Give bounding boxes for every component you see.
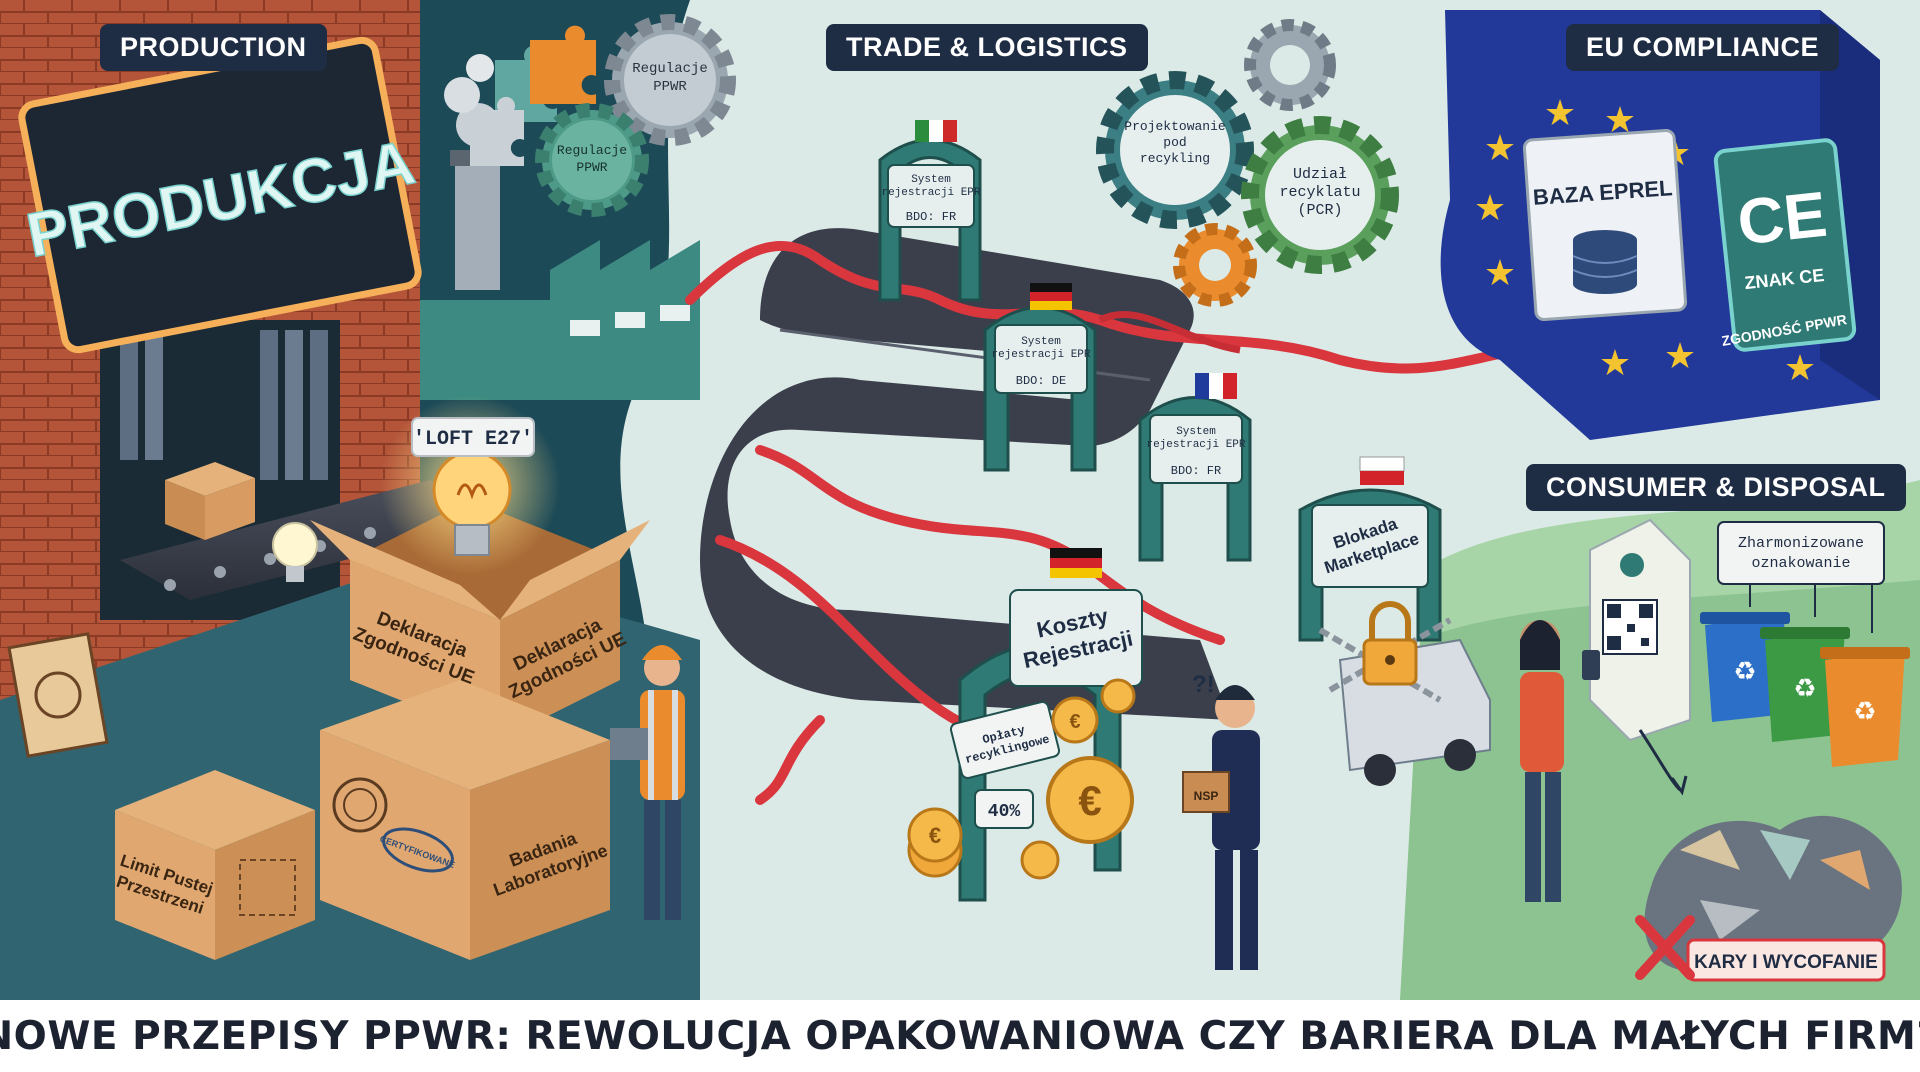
svg-text:KARY I WYCOFANIE: KARY I WYCOFANIE	[1694, 952, 1878, 973]
svg-text:40%: 40%	[988, 802, 1021, 822]
svg-text:BDO: FR: BDO: FR	[1171, 464, 1221, 478]
lightbulb-icon	[272, 522, 318, 582]
section-label-trade: TRADE & LOGISTICS	[826, 24, 1148, 71]
packaging-carton	[1589, 518, 1691, 742]
svg-text:★: ★	[1664, 335, 1696, 376]
limit-box: Limit PustejPrzestrzeni	[114, 770, 315, 960]
headline: NOWE PRZEPISY PPWR: REWOLUCJA OPAKOWANIO…	[0, 1013, 1920, 1059]
recycle-icon: ♻	[1700, 612, 1790, 722]
svg-text:?!: ?!	[1192, 671, 1215, 698]
woman-figure	[1520, 620, 1600, 902]
businessman-figure: NSP ?!	[1182, 671, 1260, 970]
neon-sign: PRODUKCJA	[18, 36, 422, 354]
gear-icon	[1244, 19, 1336, 111]
database-icon	[1572, 230, 1638, 294]
small-box-icon	[165, 462, 255, 540]
svg-text:€: €	[1078, 777, 1101, 824]
red-x-icon	[1635, 915, 1695, 980]
svg-text:★: ★	[1599, 342, 1631, 383]
svg-text:★: ★	[1484, 127, 1516, 168]
section-label-consumer: CONSUMER & DISPOSAL	[1526, 464, 1906, 511]
euro-coin-icon: € € €	[907, 678, 1136, 880]
fees-callout: Opłatyrecyklingowe 40%	[949, 701, 1061, 829]
svg-text:NSP: NSP	[1194, 789, 1219, 803]
svg-text:♻: ♻	[1793, 673, 1816, 703]
svg-text:♻: ♻	[1733, 656, 1756, 686]
bulb-label-box	[411, 417, 535, 457]
lightbulb-icon	[432, 450, 512, 556]
worker-figure	[610, 645, 685, 920]
penalty-badge: KARY I WYCOFANIE	[1635, 915, 1886, 982]
svg-text:★: ★	[1484, 252, 1516, 293]
recycle-icon: ♻	[1820, 647, 1910, 767]
section-label-compliance: EU COMPLIANCE	[1566, 24, 1840, 71]
recycle-bins: ♻ ♻ ♻	[1700, 612, 1910, 767]
footer-headline-bar: NOWE PRZEPISY PPWR: REWOLUCJA OPAKOWANIO…	[0, 1000, 1920, 1072]
qr-code-icon	[1602, 599, 1658, 655]
section-label-production: PRODUCTION	[100, 24, 327, 71]
lab-box: CERTYFIKOWANE BadaniaLaboratoryjne	[320, 680, 610, 960]
svg-text:BDO: FR: BDO: FR	[906, 210, 956, 224]
gate-pl: BlokadaMarketplace	[1298, 456, 1442, 642]
gate-costs: KosztyRejestracji	[958, 548, 1143, 902]
svg-text:BDO: DE: BDO: DE	[1016, 374, 1066, 388]
puzzle-icon	[470, 25, 596, 166]
svg-text:CE: CE	[1734, 178, 1830, 259]
strip-curtain-icon	[120, 330, 328, 480]
svg-text:'LOFT E27': 'LOFT E27'	[413, 428, 533, 451]
certificate-icon	[7, 632, 109, 758]
harmonized-label-box	[1717, 521, 1885, 585]
svg-text:€: €	[1069, 711, 1080, 733]
gear-icon	[1173, 223, 1257, 307]
svg-text:♻: ♻	[1853, 696, 1876, 726]
svg-text:★: ★	[1474, 187, 1506, 228]
svg-text:★: ★	[1784, 347, 1816, 388]
svg-text:★: ★	[1544, 92, 1576, 133]
eu-compliance-panel: ★ ★ ★ ★ ★ ★ ★ ★ ★ BAZA EPREL CE ZNAK CE …	[1440, 10, 1880, 440]
factory-icon	[420, 240, 700, 400]
svg-text:€: €	[929, 823, 941, 848]
trash-pile	[1644, 815, 1902, 970]
padlock-icon	[1362, 601, 1418, 686]
